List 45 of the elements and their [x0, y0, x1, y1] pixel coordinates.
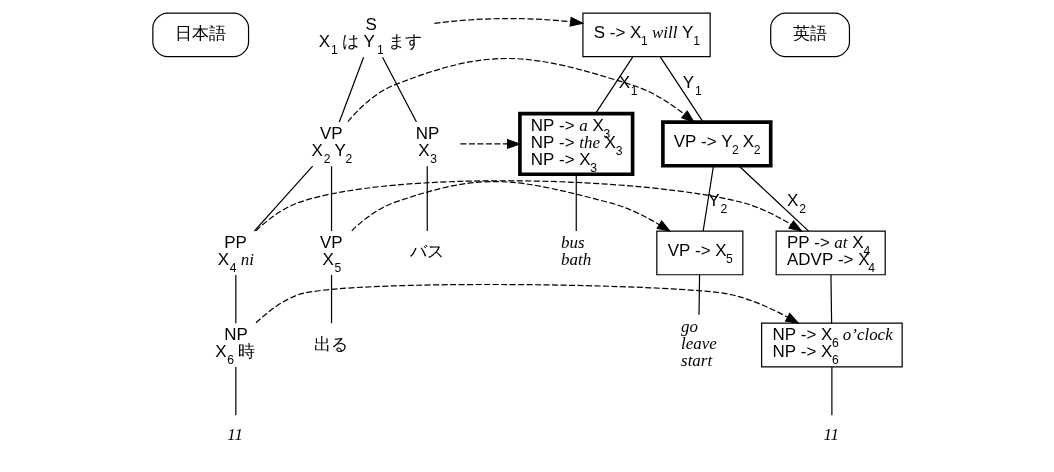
arrow — [254, 283, 800, 325]
node-text: NP X$_{3}$ — [415, 124, 439, 167]
edge-label: Y$_{2}$ — [707, 190, 727, 216]
connector — [381, 56, 417, 123]
node-text: go leave start — [680, 316, 717, 370]
connector — [702, 165, 714, 232]
node-text: 出る — [313, 334, 348, 354]
node-box: S -> X$_{1}$ will Y$_{1}$ — [581, 12, 711, 58]
connector — [338, 56, 364, 123]
node-text: S X$_{1}$ は Y$_{1}$ ます — [318, 15, 422, 58]
connector — [738, 165, 809, 232]
arrow — [254, 180, 803, 233]
node-text: 11 — [822, 425, 839, 445]
node-text: PP X$_{4}$ ni — [217, 233, 254, 276]
node-box: NP -> X$_{6}$ o’clock NP -> X$_{6}$ — [760, 322, 903, 368]
connector — [234, 366, 236, 416]
arrow — [459, 138, 522, 150]
connector — [659, 56, 704, 123]
connector — [697, 274, 700, 316]
arrow — [346, 57, 695, 124]
connector — [330, 274, 332, 324]
connector — [253, 165, 313, 232]
arrow — [433, 16, 585, 27]
edge-label: Y$_{1}$ — [682, 73, 702, 99]
node-box: PP -> at X$_{4}$ ADVP -> X$_{4}$ — [775, 230, 886, 276]
node-box: VP -> Y$_{2}$ X$_{2}$ — [660, 120, 773, 168]
connector — [575, 173, 577, 232]
node-box: NP -> a X$_{3}$ NP -> the X$_{3}$ NP -> X$_{3}$ — [517, 111, 634, 177]
node-box: 日本語 — [151, 12, 249, 58]
node-text: bus bath — [560, 233, 591, 270]
connector — [830, 366, 832, 416]
node-box: 英語 — [769, 12, 850, 58]
node-text: VP X$_{2}$ Y$_{2}$ — [311, 124, 352, 167]
arrow — [350, 181, 671, 233]
connector — [234, 274, 236, 324]
connector — [594, 56, 633, 115]
connector — [426, 165, 428, 232]
node-box: VP -> X$_{5}$ — [655, 230, 743, 276]
connector — [330, 165, 332, 232]
edge-label: X$_{2}$ — [786, 190, 806, 216]
node-text: NP X$_{6}$ 時 — [214, 325, 255, 368]
node-text: 11 — [226, 425, 243, 445]
node-text: VP X$_{5}$ — [319, 233, 343, 276]
connector — [829, 274, 832, 324]
node-text: バス — [409, 242, 444, 262]
